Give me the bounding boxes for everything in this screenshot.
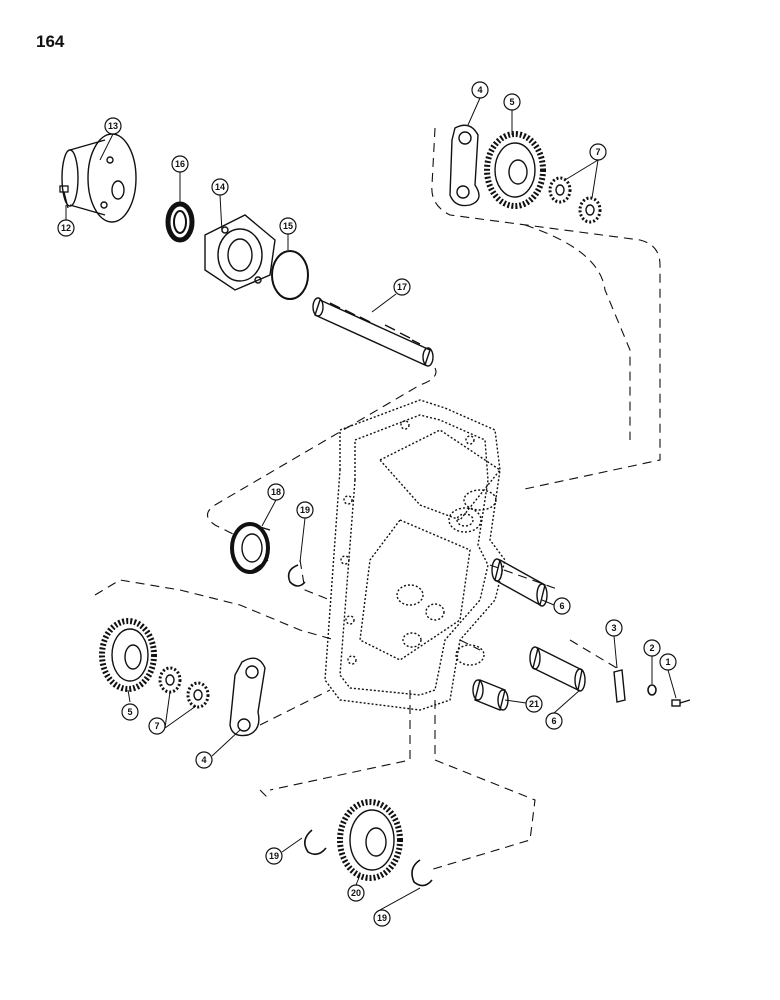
callout-number: 4 (201, 755, 206, 765)
bushing-part-21 (472, 679, 509, 711)
callout-6: 6 (545, 712, 563, 730)
callout-number: 15 (283, 221, 293, 231)
upper-bearings-part-7 (548, 176, 602, 224)
retainer-part-14 (204, 214, 276, 291)
callout-18: 18 (267, 483, 285, 501)
callout-number: 3 (611, 623, 616, 633)
callout-19: 19 (265, 847, 283, 865)
callout-number: 18 (271, 487, 281, 497)
callout-number: 4 (477, 85, 482, 95)
callout-15: 15 (279, 217, 297, 235)
flange-part-13 (61, 133, 137, 223)
snap-ring-part-19-right (411, 859, 433, 887)
callout-number: 12 (61, 223, 71, 233)
callout-12: 12 (57, 219, 75, 237)
callout-20: 20 (347, 884, 365, 902)
callout-17: 17 (393, 278, 411, 296)
callout-5: 5 (503, 93, 521, 111)
callout-number: 5 (127, 707, 132, 717)
callout-number: 7 (154, 721, 159, 731)
callout-7: 7 (148, 717, 166, 735)
callout-number: 21 (529, 699, 539, 709)
pin-part-6-upper (491, 558, 548, 607)
assembly-guide-lines (94, 127, 661, 871)
callout-13: 13 (104, 117, 122, 135)
page-number: 164 (36, 32, 65, 51)
callout-number: 20 (351, 888, 361, 898)
callout-number: 13 (108, 121, 118, 131)
upper-washer-part-4 (449, 124, 480, 207)
o-ring-part-15 (271, 250, 309, 300)
callout-number: 6 (559, 601, 564, 611)
callout-number: 2 (649, 643, 654, 653)
callout-14: 14 (211, 178, 229, 196)
callout-4: 4 (195, 751, 213, 769)
callout-number: 7 (595, 147, 600, 157)
washer-part-2 (647, 684, 657, 696)
snap-ring-part-19-upper (287, 564, 306, 587)
bolt-part-1 (671, 699, 691, 707)
snap-ring-part-19-left (304, 829, 327, 856)
seal-part-16 (165, 201, 195, 243)
callout-7: 7 (589, 143, 607, 161)
callout-number: 14 (215, 182, 225, 192)
pin-part-6-lower (529, 646, 586, 692)
callout-number: 17 (397, 282, 407, 292)
callout-2: 2 (643, 639, 661, 657)
bearing-part-18 (230, 522, 271, 574)
callout-19: 19 (373, 909, 391, 927)
callout-21: 21 (525, 695, 543, 713)
callout-19: 19 (296, 501, 314, 519)
callout-number: 1 (665, 657, 670, 667)
callout-6: 6 (553, 597, 571, 615)
callout-number: 19 (269, 851, 279, 861)
gear-housing (324, 399, 506, 711)
callout-4: 4 (471, 81, 489, 99)
upper-gear-part-5 (484, 131, 546, 209)
callout-number: 6 (551, 716, 556, 726)
callout-number: 5 (509, 97, 514, 107)
callout-number: 19 (300, 505, 310, 515)
lower-washer-part-4 (229, 657, 266, 737)
callout-number: 19 (377, 913, 387, 923)
callout-number: 16 (175, 159, 185, 169)
callout-5: 5 (121, 703, 139, 721)
shaft-part-17 (312, 297, 434, 367)
bolt-part-12 (59, 185, 69, 209)
lower-bearings-part-7 (158, 666, 210, 709)
callout-16: 16 (171, 155, 189, 173)
lower-gear-part-5 (99, 618, 157, 692)
bottom-gear-part-20 (337, 799, 403, 881)
lock-plate-part-3 (613, 669, 626, 703)
callout-3: 3 (605, 619, 623, 637)
callout-leaders (65, 97, 677, 911)
callout-1: 1 (659, 653, 677, 671)
